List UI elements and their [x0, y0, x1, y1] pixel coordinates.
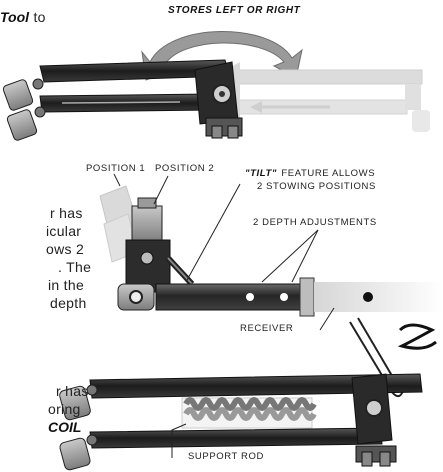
left-text-fragment-bold: COIL [48, 419, 82, 435]
depth-hole-2 [280, 293, 288, 301]
top-towbar-illustration [2, 31, 430, 141]
leader-support-rod [171, 423, 187, 458]
tilt-callout-bold: "TILT" [245, 168, 277, 179]
ghost-towbar-arm [222, 62, 430, 132]
receiver-callout: RECEIVER [240, 323, 294, 334]
receiver-tube [155, 277, 443, 317]
tilt-callout-line2: 2 STOWING POSITIONS [257, 181, 376, 192]
middle-receiver-illustration [99, 173, 443, 398]
left-text-fragment: icular [46, 223, 82, 239]
left-text-fragment: depth [50, 295, 87, 311]
tilt-callout-rest: FEATURE ALLOWS [281, 168, 376, 179]
left-text-fragment: in the [48, 277, 85, 293]
mount-upright [117, 197, 171, 311]
left-text-fragment: r has [56, 383, 89, 399]
leader-position-2 [153, 175, 169, 205]
leader-depth-1 [261, 229, 319, 283]
leader-tilt [185, 183, 241, 283]
depth-callout: 2 DEPTH ADJUSTMENTS [253, 217, 377, 228]
depth-hole-1 [246, 293, 254, 301]
receiver-hole [363, 292, 373, 302]
support-rod-callout: SUPPORT ROD [188, 451, 264, 462]
left-text-fragment: oring [48, 401, 81, 417]
tilt-callout: "TILT" FEATURE ALLOWS [245, 164, 375, 180]
left-text-fragment: ows 2 [46, 241, 85, 257]
left-text-fragment: r has [50, 205, 83, 221]
bottom-coil-illustration [59, 373, 423, 471]
left-text-fragment: . The [58, 259, 92, 275]
header-fragment-bold: Tool [0, 9, 30, 25]
header-fragment-rest: to [33, 9, 46, 25]
position-1-callout: POSITION 1 [86, 163, 146, 174]
coil-spring [181, 397, 317, 429]
towbar-arm-dark [2, 59, 243, 141]
stores-callout: STORES LEFT OR RIGHT [168, 5, 301, 16]
leader-receiver [319, 307, 335, 331]
leader-position-1 [113, 173, 121, 187]
header-fragment: Tool to [0, 10, 46, 26]
stores-arrow [141, 31, 303, 81]
position-2-callout: POSITION 2 [155, 163, 215, 174]
leader-depth-2 [291, 229, 319, 283]
